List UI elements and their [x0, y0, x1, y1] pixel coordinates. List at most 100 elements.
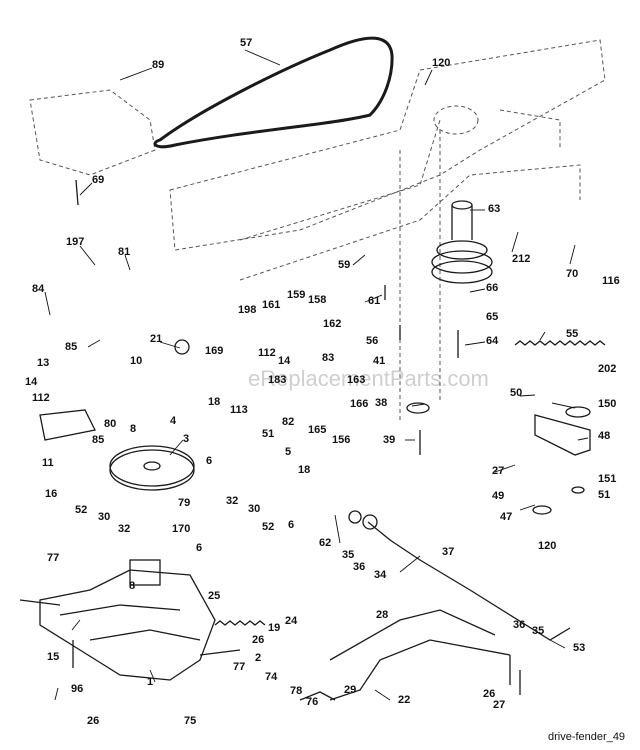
part-label-37: 37	[442, 546, 454, 558]
part-label-64: 64	[486, 335, 499, 347]
spring-55	[514, 340, 606, 346]
part-label-96: 96	[71, 683, 83, 695]
part-label-74: 74	[265, 671, 278, 683]
part-label-89: 89	[152, 59, 164, 71]
part-label-56: 56	[366, 335, 378, 347]
part-label-25: 25	[208, 590, 220, 602]
part-label-11: 11	[42, 457, 54, 469]
part-label-169: 169	[205, 345, 223, 357]
part-label-30: 30	[98, 511, 110, 523]
part-label-15: 15	[47, 651, 59, 663]
part-label-202: 202	[598, 363, 616, 375]
part-label-212: 212	[512, 253, 530, 265]
part-label-51: 51	[598, 489, 610, 501]
part-label-47: 47	[500, 511, 512, 523]
pulley-63-assembly	[431, 200, 493, 284]
part-label-113: 113	[230, 404, 248, 416]
part-label-49: 49	[492, 490, 504, 502]
part-label-36: 36	[353, 561, 365, 573]
part-label-55: 55	[566, 328, 578, 340]
part-label-151: 151	[598, 473, 616, 485]
part-label-29: 29	[344, 684, 356, 696]
drive-belt	[153, 36, 394, 149]
part-label-24: 24	[285, 615, 298, 627]
part-label-198: 198	[238, 304, 256, 316]
part-label-166: 166	[350, 398, 368, 410]
part-label-76: 76	[306, 696, 318, 708]
part-label-112: 112	[258, 347, 276, 359]
part-label-69: 69	[92, 174, 104, 186]
linkage-rods	[299, 521, 571, 701]
part-label-65: 65	[486, 311, 498, 323]
part-label-48: 48	[598, 430, 610, 442]
watermark: eReplacementParts.com	[248, 366, 489, 391]
part-label-18: 18	[208, 396, 220, 408]
part-label-52: 52	[262, 521, 274, 533]
part-label-36: 36	[513, 619, 525, 631]
part-label-82: 82	[282, 416, 294, 428]
part-label-79: 79	[178, 497, 190, 509]
part-label-1: 1	[147, 676, 153, 688]
part-label-162: 162	[323, 318, 341, 330]
bracket-48	[534, 414, 591, 456]
part-label-4: 4	[170, 415, 177, 427]
part-label-14: 14	[25, 376, 38, 388]
leader-lines	[44, 49, 589, 701]
part-label-6: 6	[206, 455, 212, 467]
part-label-5: 5	[285, 446, 291, 458]
part-label-26: 26	[87, 715, 99, 727]
part-label-85: 85	[65, 341, 77, 353]
part-label-18: 18	[298, 464, 310, 476]
part-label-197: 197	[66, 236, 84, 248]
part-label-3: 3	[183, 433, 189, 445]
part-label-38: 38	[375, 397, 387, 409]
transaxle	[19, 559, 241, 681]
part-label-112: 112	[32, 392, 50, 404]
part-label-8: 8	[129, 580, 135, 592]
part-label-66: 66	[486, 282, 498, 294]
part-label-35: 35	[342, 549, 354, 561]
part-label-165: 165	[308, 424, 326, 436]
part-label-163: 163	[347, 374, 365, 386]
part-label-159: 159	[287, 289, 305, 301]
part-label-85: 85	[92, 434, 104, 446]
part-label-8: 8	[130, 423, 136, 435]
part-label-21: 21	[150, 333, 162, 345]
part-label-26: 26	[252, 634, 264, 646]
part-label-30: 30	[248, 503, 260, 515]
part-label-41: 41	[373, 355, 385, 367]
part-label-19: 19	[268, 622, 280, 634]
transmission-pulley	[109, 445, 195, 491]
part-label-2: 2	[255, 652, 261, 664]
part-label-6: 6	[288, 519, 294, 531]
diagram-caption: drive-fender_49	[548, 731, 625, 743]
part-label-61: 61	[368, 295, 380, 307]
part-label-78: 78	[290, 685, 302, 697]
part-label-183: 183	[268, 374, 286, 386]
part-label-77: 77	[47, 552, 59, 564]
part-label-120: 120	[538, 540, 556, 552]
part-label-83: 83	[322, 352, 334, 364]
part-label-120: 120	[432, 57, 450, 69]
part-label-75: 75	[184, 715, 196, 727]
part-label-34: 34	[374, 569, 387, 581]
part-label-14: 14	[278, 355, 291, 367]
part-label-150: 150	[598, 398, 616, 410]
part-label-161: 161	[262, 299, 280, 311]
hardware-bolts	[72, 179, 585, 695]
part-label-35: 35	[532, 625, 544, 637]
part-label-156: 156	[332, 434, 350, 446]
part-label-16: 16	[45, 488, 57, 500]
part-label-62: 62	[319, 537, 331, 549]
part-label-28: 28	[376, 609, 388, 621]
part-label-51: 51	[262, 428, 274, 440]
part-label-63: 63	[488, 203, 500, 215]
part-label-80: 80	[104, 418, 116, 430]
part-label-77: 77	[233, 661, 245, 673]
spring-25	[214, 620, 266, 626]
part-label-22: 22	[398, 694, 410, 706]
part-label-13: 13	[37, 357, 49, 369]
part-label-52: 52	[75, 504, 87, 516]
